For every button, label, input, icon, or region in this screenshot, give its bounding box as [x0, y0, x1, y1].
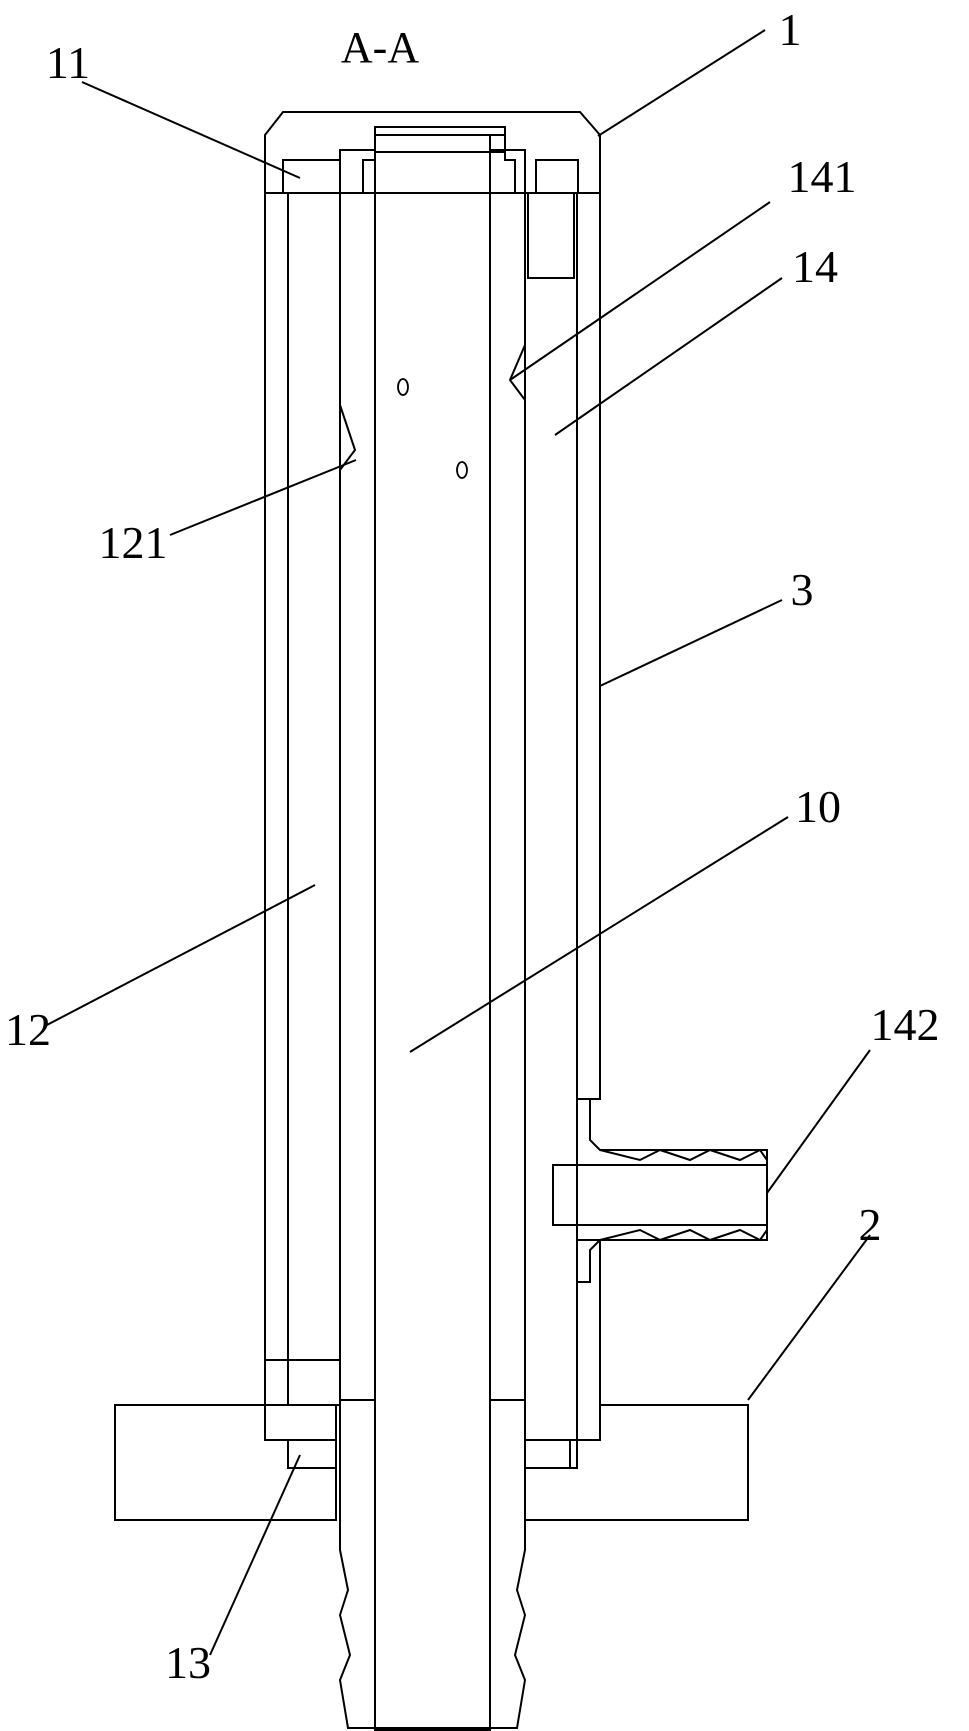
label-11: 11	[46, 37, 90, 88]
left-cavity	[288, 193, 340, 1468]
label-10: 10	[795, 781, 841, 832]
label-3: 3	[791, 564, 814, 615]
inner-tube	[340, 135, 525, 1730]
label-142: 142	[871, 999, 940, 1050]
label-121: 121	[99, 517, 168, 568]
right-cavity	[525, 193, 577, 1468]
base-plate	[115, 1405, 748, 1520]
label-13: 13	[165, 1637, 211, 1688]
label-141: 141	[788, 151, 857, 202]
outer-shell	[265, 193, 600, 1440]
section-title: A-A	[341, 23, 419, 72]
label-1: 1	[779, 4, 802, 55]
leader-lines	[45, 30, 870, 1655]
side-outlet	[553, 1099, 767, 1282]
label-12: 12	[5, 1004, 51, 1055]
top-cap	[265, 112, 600, 193]
label-14: 14	[792, 241, 838, 292]
label-2: 2	[859, 1199, 882, 1250]
